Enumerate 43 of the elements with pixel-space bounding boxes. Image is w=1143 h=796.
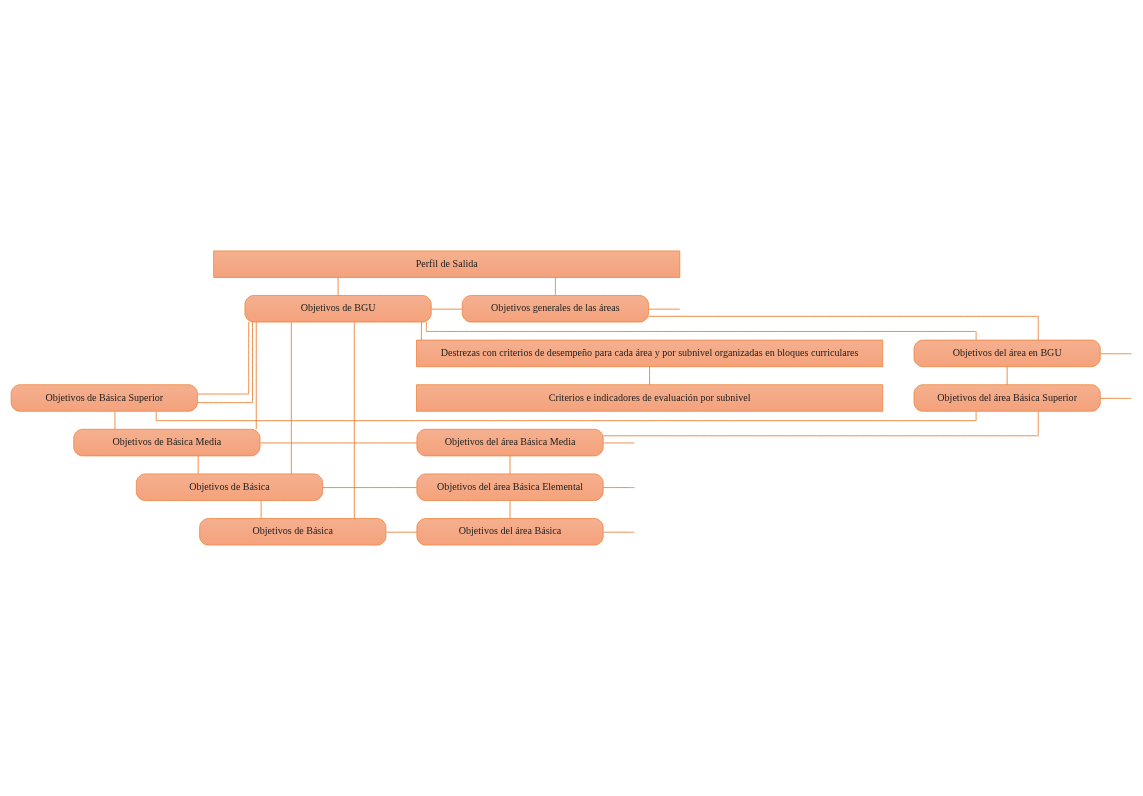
connector [255,321,257,430]
connector [155,411,977,422]
node-box: Perfil de Salida [213,250,681,278]
connector [509,455,511,475]
connector [197,321,253,404]
connector [421,321,422,341]
connector [1100,397,1132,399]
node-box: Objetivos del área en BGU [913,339,1101,368]
node-box: Criterios e indicadores de evaluación por subnivel [416,384,884,412]
connector [603,487,635,488]
connector [290,321,292,475]
node-box: Objetivos de BGU [244,295,432,323]
connector [431,308,463,310]
connector [353,322,355,519]
node-box: Objetivos del área Básica Superior [913,384,1101,412]
connector [648,308,681,310]
connector [603,442,635,444]
connector [385,531,418,533]
connector [1100,353,1132,355]
connector [197,455,199,475]
connector [602,411,1039,437]
connector [509,500,511,519]
connector [197,321,250,395]
connector [259,442,418,444]
connector [554,277,556,296]
connector [114,410,116,430]
node-box: Objetivos de Básica Media [73,428,261,457]
node-box: Objetivos de Básica [199,518,387,546]
connector [322,487,418,488]
node-box: Objetivos generales de las áreas [461,295,649,323]
node-box: Objetivos del área Básica [416,518,604,546]
connector [425,321,977,341]
connector [649,366,651,386]
node-box: Objetivos del área Básica Elemental [416,473,604,501]
connector [648,315,1039,341]
node-box: Objetivos de Básica [135,473,323,501]
connector [1006,366,1008,386]
node-box: Objetivos de Básica Superior [10,384,198,412]
connector [260,500,262,519]
connector [337,277,339,296]
node-box: Destrezas con criterios de desempeño para cada área y por subnivel organizadas en bloques curriculares [416,339,884,368]
connector [603,531,635,533]
node-box: Objetivos del área Básica Media [416,428,604,457]
